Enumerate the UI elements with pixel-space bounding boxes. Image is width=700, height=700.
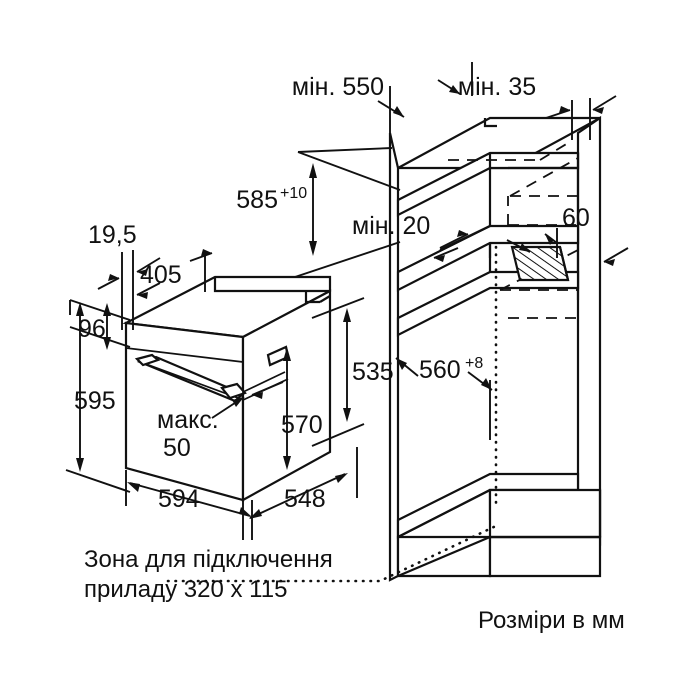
dim-535-ext-bot bbox=[311, 423, 365, 447]
cabinet-left-front-panel bbox=[388, 132, 400, 582]
dim-label-405: 405 bbox=[140, 261, 182, 289]
dim-585-ext-top bbox=[297, 147, 393, 153]
cabinet-hidden-diag-1 bbox=[509, 157, 579, 197]
cabinet-hidden-back-top-2 bbox=[539, 142, 569, 161]
oven-notch-diag bbox=[319, 295, 331, 303]
cabinet-gap-detail-line bbox=[439, 225, 491, 251]
cabinet-plinth-upper bbox=[488, 488, 602, 539]
dim-label-585-tolerance: +10 bbox=[280, 185, 307, 202]
oven-handle-cap-right bbox=[220, 382, 247, 400]
cabinet-plinth-diag-1 bbox=[397, 489, 491, 538]
dim-585-arrowhead-top bbox=[309, 163, 317, 178]
dim-96-arrowhead-top bbox=[103, 303, 111, 316]
connection-zone-hatched-area bbox=[510, 245, 570, 282]
dim-min35-arrow-line-1 bbox=[545, 109, 571, 119]
oven-top-right-notch bbox=[304, 291, 320, 304]
dim-535-ext-top bbox=[311, 297, 365, 319]
dim-label-585-group: 585 +10 bbox=[236, 185, 307, 214]
cabinet-shelf-lower bbox=[396, 270, 580, 337]
dim-560-arrowhead-2 bbox=[481, 378, 492, 390]
connection-zone-leader-dotted bbox=[166, 522, 502, 583]
dim-min20-arrow-line-2 bbox=[433, 247, 459, 259]
dim-535-arrowhead-bot bbox=[343, 408, 351, 422]
cabinet-plinth-diag-2 bbox=[397, 535, 491, 578]
dim-min35-arrowhead-1 bbox=[559, 106, 570, 113]
dim-195-arrowhead-1 bbox=[108, 274, 119, 281]
dim-60-arrowhead-2 bbox=[545, 234, 554, 245]
dim-570-arrowhead-top bbox=[283, 347, 291, 361]
dim-594-arrowhead-left bbox=[127, 482, 140, 492]
dim-594-dimline bbox=[129, 482, 251, 517]
oven-handle-cap-left bbox=[134, 353, 161, 367]
dim-405-arrow-line-2 bbox=[136, 282, 161, 296]
oven-control-panel-divider bbox=[125, 347, 244, 363]
dim-label-max50-line2: 50 bbox=[163, 434, 191, 462]
dim-label-595: 595 bbox=[74, 387, 116, 415]
dim-label-535: 535 bbox=[352, 358, 394, 386]
cabinet-niche-drawing bbox=[166, 115, 602, 583]
cabinet-dimension-annotations: мін. 550 мін. 35 585 +10 мін. 20 60 bbox=[236, 62, 629, 440]
dim-right-arrowhead bbox=[604, 259, 615, 266]
dim-195-arrowhead-2 bbox=[137, 269, 148, 276]
dim-60-arrowhead-1 bbox=[519, 243, 530, 252]
connection-zone-edge bbox=[558, 246, 570, 281]
dim-label-60: 60 bbox=[562, 204, 590, 232]
dim-label-570: 570 bbox=[281, 411, 323, 439]
dim-label-560: 560 bbox=[419, 356, 461, 384]
dim-585-ext-top-diag bbox=[297, 151, 401, 191]
dim-585-ext-bot-diag bbox=[291, 241, 401, 279]
dim-min550-arrowhead-1 bbox=[393, 106, 404, 117]
dim-min35-arrowhead-2 bbox=[593, 107, 604, 114]
dim-548-arrowhead-right bbox=[335, 473, 348, 483]
caption-units: Розміри в мм bbox=[478, 607, 625, 634]
dim-label-548: 548 bbox=[284, 485, 326, 513]
dim-405-arrowhead-1 bbox=[201, 249, 212, 256]
dim-548-arrowhead-left bbox=[249, 509, 262, 519]
dim-405-arrow-line-1 bbox=[189, 252, 213, 262]
dim-max50-arrowhead-2 bbox=[252, 392, 263, 399]
dim-max50-arrowhead bbox=[232, 397, 244, 407]
dim-max50-arrow-line-2 bbox=[251, 381, 284, 396]
oven-handle-inner-line bbox=[145, 363, 239, 399]
dim-195-arrow-line-1 bbox=[97, 277, 120, 290]
cabinet-top-notch bbox=[483, 118, 497, 128]
oven-dimension-annotations: 19,5 405 96 595 макс. 50 570 bbox=[65, 221, 394, 540]
dim-label-585: 585 bbox=[236, 186, 278, 214]
oven-door-bottom-edge bbox=[242, 371, 286, 393]
dim-label-560-tolerance: +8 bbox=[465, 355, 483, 372]
dim-594-arrowhead-right bbox=[239, 507, 252, 517]
caption-connection-zone-line2: приладу 320 х 115 bbox=[84, 576, 287, 603]
caption-connection-zone-line1: Зона для підключення bbox=[84, 546, 333, 573]
dim-min20-arrow-line-1 bbox=[439, 233, 469, 249]
dim-right-arrow-line bbox=[603, 247, 629, 263]
dim-548-dimline bbox=[249, 473, 346, 519]
dim-min550-arrowhead-2 bbox=[449, 85, 460, 94]
dim-570-arrowhead-bot bbox=[283, 456, 291, 470]
dim-min20-arrowhead-2 bbox=[434, 255, 445, 262]
dim-585-arrowhead-bot bbox=[309, 241, 317, 256]
dim-min20-arrowhead-1 bbox=[457, 230, 468, 237]
dim-label-560-group: 560 +8 bbox=[419, 355, 483, 384]
dim-535-arrowhead-top bbox=[343, 308, 351, 322]
dim-label-min550: мін. 550 bbox=[292, 73, 384, 101]
dim-min35-arrow-line-2 bbox=[592, 95, 617, 111]
dim-label-min35: мін. 35 bbox=[458, 73, 536, 101]
dim-label-max50-line1: макс. bbox=[157, 406, 219, 434]
dim-405-arrowhead-2 bbox=[137, 292, 148, 299]
dim-195-arrow-line-2 bbox=[136, 257, 161, 273]
oven-appliance-drawing bbox=[122, 275, 332, 502]
dim-595-arrowhead-bot bbox=[76, 458, 84, 472]
cabinet-plinth-side-top bbox=[488, 535, 602, 578]
dim-560-arrowhead-1 bbox=[396, 358, 407, 370]
dim-96-arrowhead-bot bbox=[103, 337, 111, 350]
dim-label-195: 19,5 bbox=[88, 221, 137, 249]
oven-top-inner-edge bbox=[213, 277, 330, 293]
dim-label-min20: мін. 20 bbox=[352, 212, 430, 240]
captions-group: Зона для підключення приладу 320 х 115 Р… bbox=[84, 546, 625, 634]
dim-595-arrowhead-top bbox=[76, 302, 84, 316]
dim-label-96: 96 bbox=[78, 315, 106, 343]
dim-595-ext-bot bbox=[65, 469, 131, 493]
dim-label-594: 594 bbox=[158, 485, 200, 513]
